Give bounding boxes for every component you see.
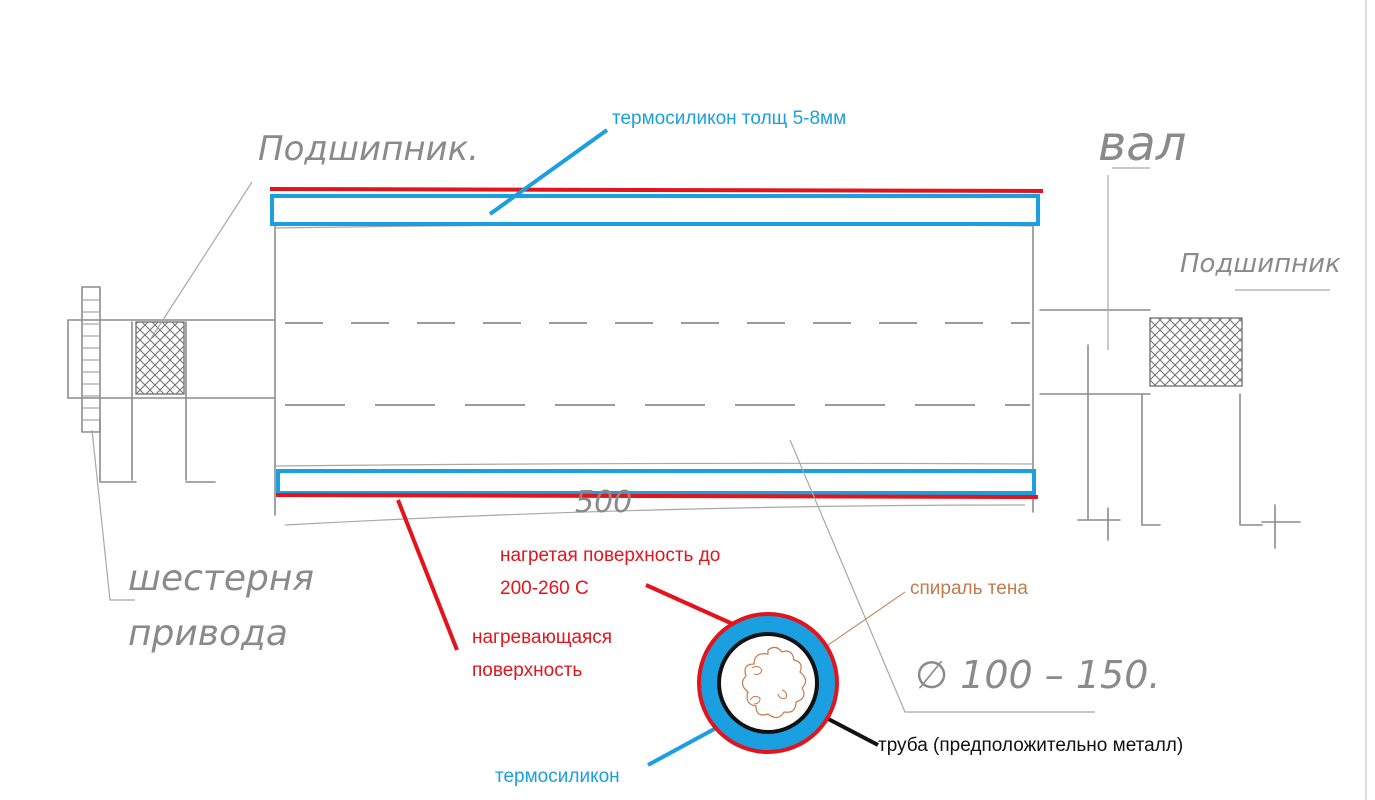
diameter-leader xyxy=(789,439,1095,713)
heated-surface-temp-line1: нагретая поверхность до xyxy=(500,545,721,566)
length-dimension: 500 xyxy=(284,485,1026,526)
gear-label-line2: привода xyxy=(128,613,288,654)
pipe-label: труба (предположительно металл) xyxy=(878,735,1184,756)
gear-label-line1: шестерня xyxy=(128,558,314,599)
left-bearing xyxy=(99,321,216,483)
gear-leader xyxy=(91,429,135,601)
right-bearing xyxy=(1141,317,1301,549)
left-shaft xyxy=(67,319,276,399)
heated-surface-temp-line2: 200-260 С xyxy=(500,578,589,599)
drive-gear xyxy=(81,286,101,433)
right-shaft xyxy=(1039,309,1151,541)
thermosilicone-thickness-leader xyxy=(488,128,609,216)
bearing-left-leader xyxy=(149,181,253,341)
heated-surface-leader xyxy=(645,583,736,627)
thermosilicone-label: термосиликон xyxy=(495,766,620,787)
heater-spiral-leader xyxy=(817,591,906,653)
cross-section xyxy=(697,612,839,754)
shaft-label: вал xyxy=(1098,116,1186,172)
heated-surface-top xyxy=(269,187,1044,193)
thermosilicone-bottom-layer xyxy=(276,469,1036,495)
bearing-left-label: Подшипник. xyxy=(258,129,479,169)
heating-surface-leader xyxy=(396,499,459,651)
shaft-leader xyxy=(1107,167,1150,350)
heating-surface-line2: поверхность xyxy=(472,660,583,681)
heater-spiral-label: спираль тена xyxy=(910,578,1028,599)
thermosilicone-leader xyxy=(647,725,719,767)
length-value: 500 xyxy=(575,485,632,520)
cross-section-pipe xyxy=(717,632,819,734)
heater-spiral xyxy=(741,646,807,719)
bearing-right-label: Подшипник xyxy=(1180,249,1341,279)
heated-surface-bottom xyxy=(275,493,1039,499)
thermosilicone-thickness-label: термосиликон толщ 5-8мм xyxy=(612,108,847,129)
thermosilicone-top-layer xyxy=(270,194,1040,226)
diameter-label: ∅ 100 – 150. xyxy=(915,653,1160,697)
heating-surface-line1: нагревающаяся xyxy=(472,627,613,648)
